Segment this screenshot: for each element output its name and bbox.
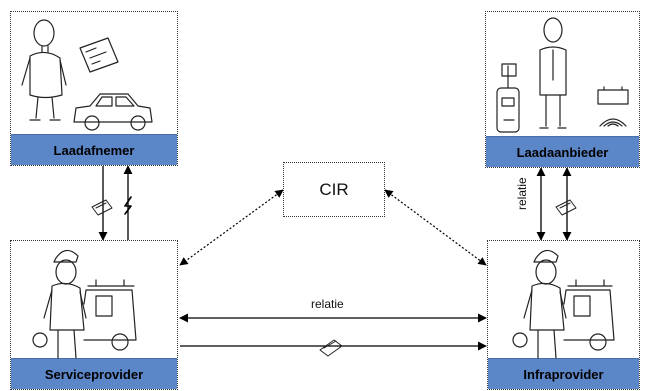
- battery-icon: [597, 86, 629, 127]
- laadafnemer-label: Laadafnemer: [11, 134, 177, 165]
- laadaanbieder-label: Laadaanbieder: [486, 136, 639, 167]
- charge-card-icon: [91, 199, 113, 216]
- cir-link-infraprovider: [384, 189, 487, 266]
- person-icon: [21, 19, 67, 121]
- charge-card-icon: [79, 37, 119, 73]
- cir-label: CIR: [319, 179, 349, 199]
- sp-ip-relation-label: relatie: [311, 297, 344, 311]
- service-worker-icon: [523, 249, 567, 359]
- cir-box: CIR: [283, 162, 385, 217]
- service-worker-icon: [43, 249, 87, 359]
- service-van-icon: [32, 279, 137, 351]
- laadafnemer-box: Laadafnemer: [10, 11, 178, 166]
- car-icon: [73, 93, 153, 131]
- lightning-icon: [124, 196, 132, 215]
- charge-card-icon: [319, 339, 343, 357]
- serviceprovider-box: Serviceprovider: [10, 240, 178, 390]
- serviceprovider-label: Serviceprovider: [11, 358, 177, 389]
- charging-station-icon: [496, 63, 520, 133]
- infraprovider-label: Infraprovider: [488, 358, 639, 389]
- infraprovider-box: Infraprovider: [487, 240, 640, 390]
- service-van-icon: [512, 279, 615, 351]
- cir-link-serviceprovider: [179, 189, 284, 266]
- charge-card-icon: [555, 199, 577, 216]
- person-icon: [539, 17, 567, 129]
